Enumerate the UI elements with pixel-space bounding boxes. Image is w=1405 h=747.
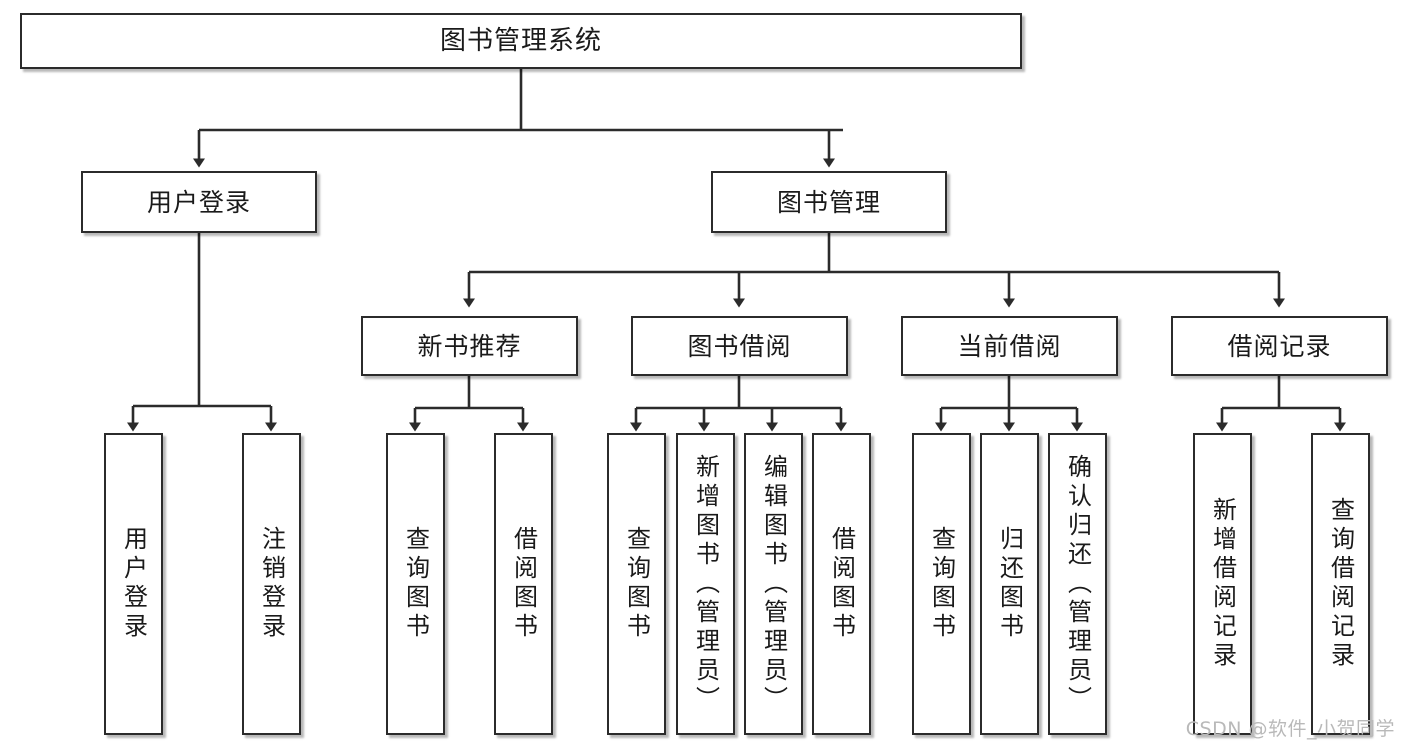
- node-leaf-user-login-label: 用户登录: [119, 526, 148, 642]
- node-book-manage-label: 图书管理: [776, 187, 881, 217]
- node-book-borrow-label: 图书借阅: [687, 331, 792, 361]
- node-leaf-return-book-label: 归还图书: [995, 526, 1024, 642]
- node-leaf-edit-book-label: 编辑图书（管理员）: [759, 453, 788, 715]
- node-leaf-logout-login[interactable]: 注销登录: [242, 433, 301, 735]
- node-leaf-add-borrow-record[interactable]: 新增借阅记录: [1193, 433, 1252, 735]
- node-user-login[interactable]: 用户登录: [81, 171, 317, 233]
- node-leaf-edit-book[interactable]: 编辑图书（管理员）: [744, 433, 803, 735]
- csdn-watermark: CSDN @软件_小贺同学: [1185, 718, 1395, 740]
- node-book-borrow[interactable]: 图书借阅: [631, 316, 848, 376]
- node-current-borrow[interactable]: 当前借阅: [901, 316, 1118, 376]
- node-leaf-borrow-book-1[interactable]: 借阅图书: [494, 433, 553, 735]
- node-leaf-query-borrow-record[interactable]: 查询借阅记录: [1311, 433, 1370, 735]
- node-leaf-query-book-1-label: 查询图书: [401, 526, 430, 642]
- node-leaf-query-book-1[interactable]: 查询图书: [386, 433, 445, 735]
- node-leaf-confirm-return-label: 确认归还（管理员）: [1063, 453, 1092, 715]
- node-leaf-query-borrow-record-label: 查询借阅记录: [1326, 497, 1355, 671]
- node-leaf-borrow-book-1-label: 借阅图书: [509, 526, 538, 642]
- node-leaf-return-book[interactable]: 归还图书: [980, 433, 1039, 735]
- node-leaf-add-book[interactable]: 新增图书（管理员）: [676, 433, 735, 735]
- node-leaf-borrow-book-2-label: 借阅图书: [827, 526, 856, 642]
- node-leaf-query-book-3-label: 查询图书: [927, 526, 956, 642]
- node-new-book-recommend[interactable]: 新书推荐: [361, 316, 578, 376]
- node-book-manage[interactable]: 图书管理: [711, 171, 947, 233]
- node-leaf-confirm-return[interactable]: 确认归还（管理员）: [1048, 433, 1107, 735]
- node-user-login-label: 用户登录: [146, 187, 251, 217]
- node-leaf-user-login[interactable]: 用户登录: [104, 433, 163, 735]
- node-leaf-query-book-2-label: 查询图书: [622, 526, 651, 642]
- node-leaf-logout-login-label: 注销登录: [257, 526, 286, 642]
- node-leaf-query-book-3[interactable]: 查询图书: [912, 433, 971, 735]
- node-root-system[interactable]: 图书管理系统: [20, 13, 1022, 69]
- node-new-book-recommend-label: 新书推荐: [417, 331, 522, 361]
- node-current-borrow-label: 当前借阅: [957, 331, 1062, 361]
- node-root-system-label: 图书管理系统: [439, 25, 602, 56]
- node-leaf-query-book-2[interactable]: 查询图书: [607, 433, 666, 735]
- node-borrow-record[interactable]: 借阅记录: [1171, 316, 1388, 376]
- node-leaf-add-book-label: 新增图书（管理员）: [691, 453, 720, 715]
- node-borrow-record-label: 借阅记录: [1227, 331, 1332, 361]
- node-leaf-add-borrow-record-label: 新增借阅记录: [1208, 497, 1237, 671]
- node-leaf-borrow-book-2[interactable]: 借阅图书: [812, 433, 871, 735]
